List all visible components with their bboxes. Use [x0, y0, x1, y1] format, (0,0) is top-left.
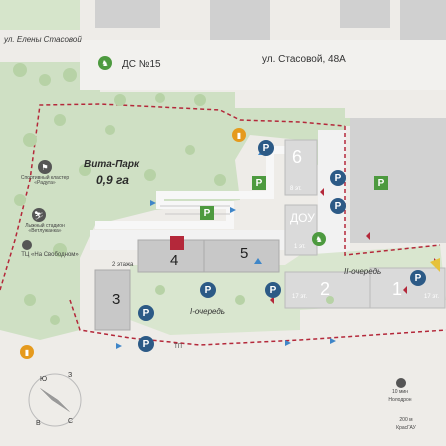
two-floors-note: 2 этажа — [112, 262, 134, 268]
right-large-building — [350, 118, 446, 243]
parking-icon-2: P — [330, 170, 346, 186]
building-3-number: 3 — [112, 291, 121, 308]
park-area-value: 0,9 га — [96, 173, 129, 187]
compass-south: Ю — [40, 376, 48, 383]
trash-icon: ▮ — [232, 128, 246, 142]
park-name: Вита-Парк — [84, 159, 140, 170]
parking-icon-5: P — [265, 282, 281, 298]
surface-parking-3: P — [374, 176, 388, 190]
krasgau-dist: 200 м — [399, 417, 413, 423]
building-4-marker — [170, 236, 184, 250]
parking-icon-4: P — [200, 282, 216, 298]
kindergarten-label: ДС №15 — [122, 59, 161, 70]
top-building-2 — [210, 0, 270, 40]
trash-icon-2: ▮ — [20, 345, 34, 359]
building-6-floors: 8 эт. — [290, 186, 302, 192]
dou-floors: 1 эт. — [294, 244, 306, 250]
parking-icon-7: P — [138, 336, 154, 352]
horse-icon: ♞ — [312, 232, 326, 246]
parking-icon-3: P — [330, 198, 346, 214]
dou-building[interactable] — [284, 204, 318, 256]
mall-label: ТЦ «На Свободном» — [21, 252, 79, 258]
building-1-floors: 17 эт. — [424, 294, 440, 300]
compass-west: З — [68, 372, 73, 379]
surface-parking-1: P — [252, 176, 266, 190]
building-1[interactable] — [369, 267, 446, 309]
queue-first-label: I-очередь — [190, 307, 226, 316]
building-1-number: 1 — [392, 279, 403, 299]
compass — [28, 373, 82, 427]
building-4-number: 4 — [170, 252, 179, 269]
tp-label: ТП — [174, 344, 182, 350]
school-icon — [396, 378, 406, 388]
top-building-3 — [340, 0, 390, 28]
building-5-number: 5 — [240, 245, 249, 262]
building-5[interactable] — [203, 239, 280, 273]
street-label-elena-stasova: ул. Елены Стасовой — [4, 35, 82, 44]
compass-east: В — [36, 420, 41, 427]
krasgau-label: КрасГАУ — [396, 425, 416, 431]
dou-label: ДОУ — [290, 211, 315, 225]
top-building-1 — [95, 0, 160, 28]
pharmacy-label: Нолодрон — [388, 397, 412, 403]
compass-north: С — [68, 418, 74, 425]
surface-parking-2: P — [200, 206, 214, 220]
parking-icon-8: P — [410, 270, 426, 286]
ski-stadium-label: Лыжный стадион «Ветлужанка» — [25, 223, 65, 234]
building-3[interactable] — [94, 269, 131, 331]
parking-icon-1: P — [258, 140, 274, 156]
mall-icon — [22, 240, 32, 250]
sport-icon: ⚑ — [38, 160, 52, 174]
building-2-number: 2 — [320, 279, 331, 299]
building-6-number: 6 — [292, 147, 303, 167]
site-boundary — [0, 103, 346, 291]
building-2-floors: 17 эт. — [292, 294, 308, 300]
kindergarten-icon: ♞ — [98, 56, 112, 70]
street-label-stasova: ул. Стасовой, 48А — [262, 54, 346, 65]
school-label: 10 мин — [392, 389, 408, 395]
sport-cluster-label: Спортивный кластер «Радуга» — [20, 175, 70, 186]
building-6[interactable] — [284, 139, 318, 196]
parking-icon-6: P — [138, 305, 154, 321]
ski-icon: ⛷ — [32, 208, 46, 222]
queue-second-label: II-очередь — [344, 267, 382, 276]
